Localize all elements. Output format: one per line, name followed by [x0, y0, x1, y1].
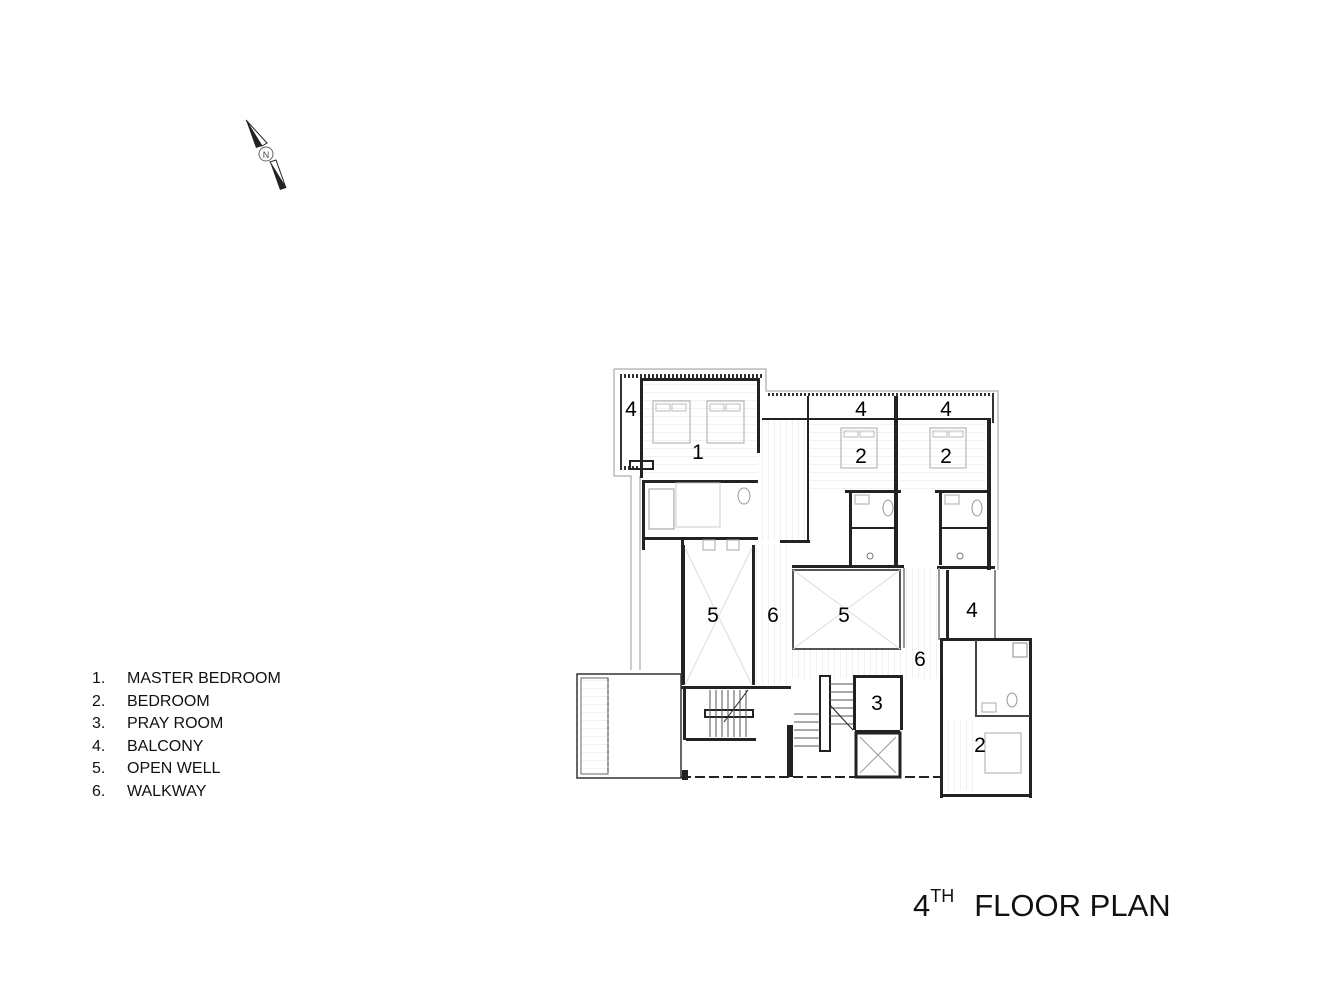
open-well-left-area	[681, 545, 791, 689]
bedroom-c-room	[940, 638, 1032, 798]
open-well-center-area	[792, 568, 905, 650]
lift-shaft	[854, 731, 902, 779]
room-label-open-well-left: 5	[707, 604, 719, 627]
legend-label: BALCONY	[127, 737, 204, 755]
master-bedroom-room	[629, 378, 760, 480]
legend-label: OPEN WELL	[127, 760, 221, 777]
title-text: FLOOR PLAN	[974, 888, 1171, 923]
legend-number: 6.	[92, 782, 106, 800]
master-bath	[642, 480, 758, 551]
room-label-bedroom-b: 2	[940, 445, 952, 468]
legend-number: 1.	[92, 670, 106, 687]
legend-label: PRAY ROOM	[127, 715, 224, 732]
legend-number: 2.	[92, 692, 106, 710]
room-label-balcony-master: 4	[625, 398, 637, 421]
title-ordinal-suffix: TH	[930, 886, 955, 906]
room-label-bedroom-c: 2	[974, 734, 986, 757]
room-label-balcony-bed-b: 4	[940, 398, 952, 421]
room-label-balcony-bed-a: 4	[855, 398, 867, 421]
legend-label: WALKWAY	[127, 782, 207, 800]
legend-item: 2. BEDROOM	[92, 691, 281, 714]
legend-item: 5. OPEN WELL	[92, 758, 281, 781]
legend-item: 1. MASTER BEDROOM	[92, 668, 281, 691]
east-balcony-area	[946, 570, 996, 638]
room-label-open-well-center: 5	[838, 604, 850, 627]
north-arrow-icon: N	[245, 119, 287, 190]
west-terrace	[576, 673, 682, 779]
room-label-balcony-east: 4	[966, 599, 978, 622]
bedroom-b-room	[808, 418, 995, 570]
stair-left	[683, 688, 756, 741]
plan-title: 4TH FLOOR PLAN	[913, 886, 1171, 924]
legend-number: 5.	[92, 760, 106, 777]
room-label-walkway-right: 6	[914, 648, 926, 671]
stair-center	[794, 675, 854, 752]
legend-number: 4.	[92, 737, 106, 755]
legend-item: 3. PRAY ROOM	[92, 713, 281, 736]
legend-number: 3.	[92, 715, 106, 732]
legend-item: 6. WALKWAY	[92, 781, 281, 804]
room-label-master-bedroom: 1	[692, 441, 704, 464]
room-label-bedroom-a: 2	[855, 445, 867, 468]
legend-label: BEDROOM	[127, 692, 210, 710]
room-label-walkway-left: 6	[767, 604, 779, 627]
legend-item: 4. BALCONY	[92, 736, 281, 759]
svg-text:N: N	[263, 150, 270, 160]
room-label-pray-room: 3	[871, 692, 883, 715]
south-wall	[681, 725, 940, 780]
bedroom-a-room	[792, 396, 904, 568]
title-floor-number: 4	[913, 888, 931, 923]
legend: 1. MASTER BEDROOM 2. BEDROOM 3. PRAY ROOM 4…	[92, 668, 281, 803]
legend-label: MASTER BEDROOM	[127, 670, 281, 687]
